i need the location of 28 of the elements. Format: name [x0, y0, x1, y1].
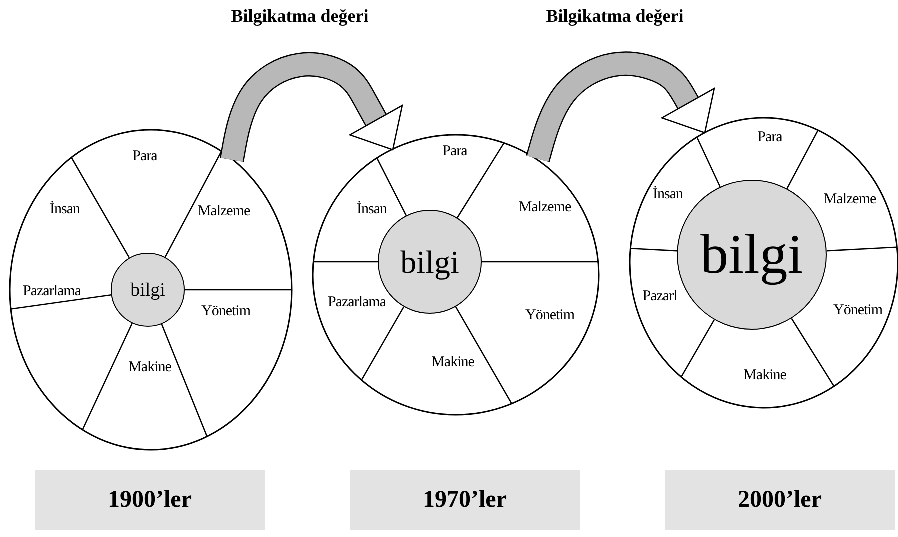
segment-label: Para	[758, 130, 782, 146]
core-label: bilgi	[130, 280, 166, 300]
year-label-box: 2000’ler	[665, 470, 895, 530]
segment-label: Malzeme	[198, 204, 250, 220]
segment-label: Pazarlama	[328, 294, 386, 312]
segment-label: İnsan	[357, 202, 387, 218]
core-label: bilgi	[700, 227, 804, 283]
segment-label: Malzeme	[518, 200, 572, 216]
segment-label: Makine	[128, 360, 172, 376]
year-label-box: 1900’ler	[35, 470, 265, 530]
curved-arrow	[220, 52, 404, 162]
segment-label: Makine	[744, 368, 786, 384]
segment-label: İnsan	[653, 186, 683, 204]
curved-arrow	[526, 52, 716, 162]
segment-label: Malzeme	[824, 192, 876, 208]
segment-label: Para	[442, 144, 468, 160]
segment-label: Yönetim	[834, 302, 882, 320]
edge-label: Bilgikatma değeri	[544, 6, 686, 27]
segment-label: Pazarl	[642, 288, 678, 306]
segment-label: Para	[132, 148, 158, 166]
segment-label: Yönetim	[202, 304, 250, 320]
core-label: bilgi	[400, 246, 460, 278]
year-label-box: 1970’ler	[350, 470, 580, 530]
segment-label: Makine	[432, 354, 474, 372]
edge-label: Bilgikatma değeri	[229, 6, 371, 27]
segment-label: Yönetim	[526, 308, 574, 324]
segment-label: İnsan	[50, 202, 80, 218]
segment-label: Pazarlama	[23, 284, 81, 300]
